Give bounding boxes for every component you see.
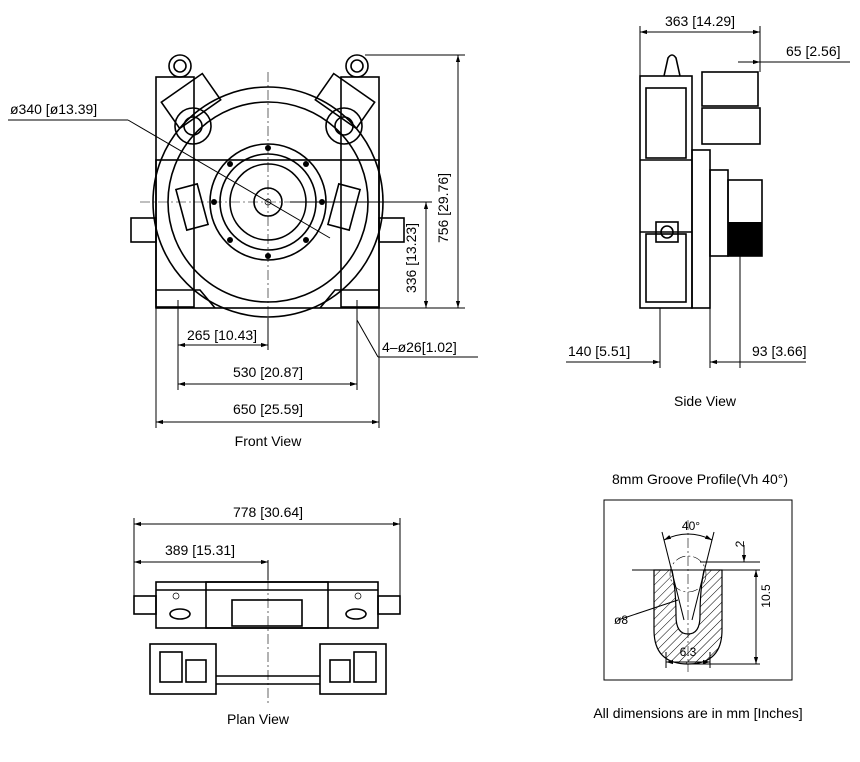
groove-depth-top-label: 2 (733, 540, 747, 547)
plan-total-dim: 778 [30.64] (233, 504, 303, 520)
front-height-total-dim: 756 [29.76] (435, 173, 451, 243)
footer-note: All dimensions are in mm [Inches] (593, 705, 802, 721)
front-half-width-dim: 265 [10.43] (187, 327, 257, 343)
front-height-center-dim: 336 [13.23] (403, 223, 419, 293)
groove-depth-total-label: 10.5 (759, 584, 773, 608)
plan-half-dim: 389 [15.31] (165, 542, 235, 558)
plan-view (133, 518, 401, 704)
side-base-left-dim: 140 [5.51] (568, 343, 630, 359)
side-base-right-dim: 93 [3.66] (752, 343, 807, 359)
groove-profile-detail (603, 499, 793, 681)
front-view-caption: Front View (235, 433, 303, 449)
front-bolt-span-dim: 530 [20.87] (233, 364, 303, 380)
side-view (566, 26, 850, 368)
side-depth-dim: 363 [14.29] (665, 13, 735, 29)
groove-angle-label: 40° (682, 519, 700, 533)
front-diameter-dim: ø340 [ø13.39] (10, 101, 97, 117)
groove-rope-diameter-label: ø8 (614, 613, 628, 627)
front-holes-dim: 4–ø26[1.02] (382, 339, 457, 355)
side-brake-dim: 65 [2.56] (786, 43, 841, 59)
plan-view-caption: Plan View (227, 711, 290, 727)
groove-profile-title: 8mm Groove Profile(Vh 40°) (612, 471, 788, 487)
side-view-caption: Side View (674, 393, 737, 409)
groove-width-label: 6.3 (680, 645, 697, 659)
front-total-width-dim: 650 [25.59] (233, 401, 303, 417)
front-view (8, 54, 478, 428)
